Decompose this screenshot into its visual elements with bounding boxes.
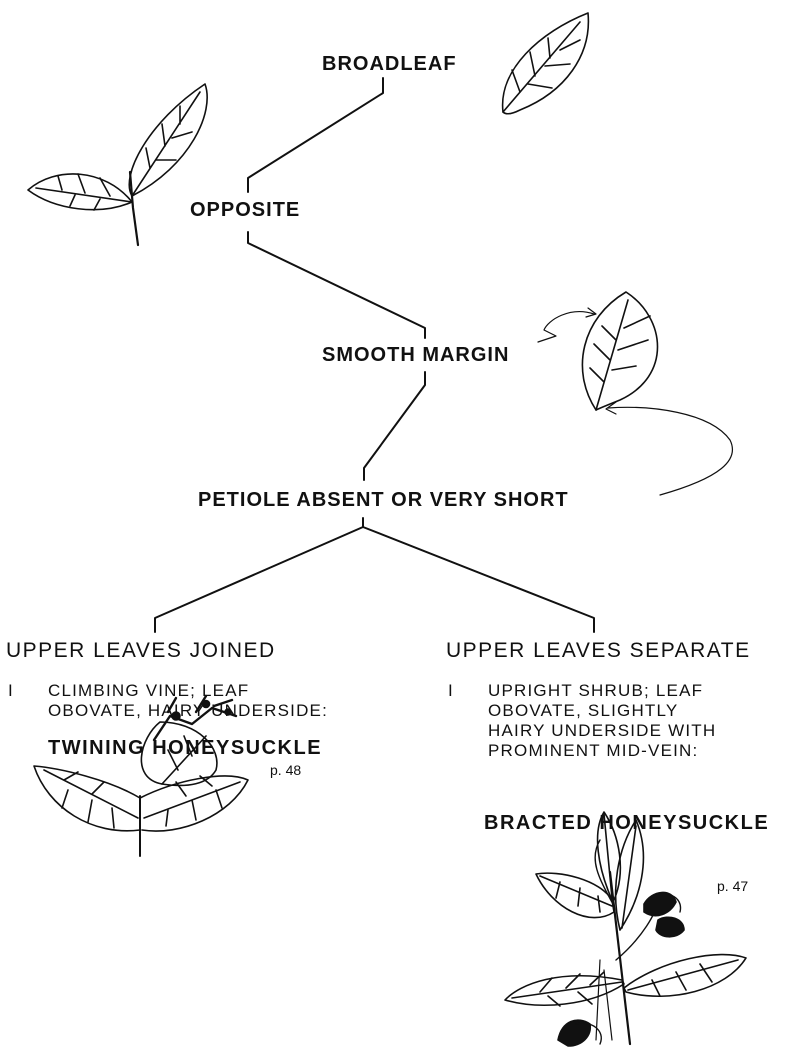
page-ref-twining: p. 48 bbox=[270, 762, 301, 778]
branch-right-number: I bbox=[448, 681, 454, 701]
bracted-honeysuckle-sprig-icon bbox=[505, 812, 746, 1046]
branch-right-line: OBOVATE, SLIGHTLY bbox=[448, 701, 716, 721]
branch-right-line: UPRIGHT SHRUB; LEAF bbox=[448, 681, 716, 701]
page-ref-bracted: p. 47 bbox=[717, 878, 748, 894]
connector-opposite-smooth bbox=[248, 232, 425, 338]
branch-left-heading: UPPER LEAVES JOINED bbox=[6, 640, 276, 661]
branch-right-heading: UPPER LEAVES SEPARATE bbox=[446, 640, 751, 661]
node-petiole: PETIOLE ABSENT OR VERY SHORT bbox=[198, 490, 569, 510]
branch-left-line: OBOVATE, HAIRY UNDERSIDE: bbox=[8, 701, 328, 721]
branch-right-line: PROMINENT MID-VEIN: bbox=[448, 741, 716, 761]
branch-left-description: I CLIMBING VINE; LEAF OBOVATE, HAIRY UND… bbox=[8, 681, 328, 721]
petiole-arrow-icon bbox=[608, 407, 732, 495]
connector-broadleaf-opposite bbox=[248, 78, 383, 192]
broadleaf-leaf-icon bbox=[503, 13, 589, 114]
smooth-margin-leaf-icon bbox=[538, 292, 732, 495]
connector-smooth-petiole bbox=[364, 372, 425, 480]
branch-left-line: CLIMBING VINE; LEAF bbox=[8, 681, 328, 701]
node-opposite: OPPOSITE bbox=[190, 200, 300, 220]
branch-left-number: I bbox=[8, 681, 14, 701]
node-smooth-margin: SMOOTH MARGIN bbox=[322, 345, 509, 365]
margin-arrow-icon bbox=[538, 312, 594, 342]
node-broadleaf: BROADLEAF bbox=[322, 54, 457, 74]
branch-right-description: I UPRIGHT SHRUB; LEAF OBOVATE, SLIGHTLY … bbox=[448, 681, 716, 761]
species-bracted-honeysuckle: BRACTED HONEYSUCKLE bbox=[484, 813, 769, 833]
opposite-leaves-icon bbox=[28, 84, 207, 245]
species-twining-honeysuckle: TWINING HONEYSUCKLE bbox=[48, 738, 322, 758]
connector-petiole-branches bbox=[155, 518, 594, 632]
branch-right-line: HAIRY UNDERSIDE WITH bbox=[448, 721, 716, 741]
